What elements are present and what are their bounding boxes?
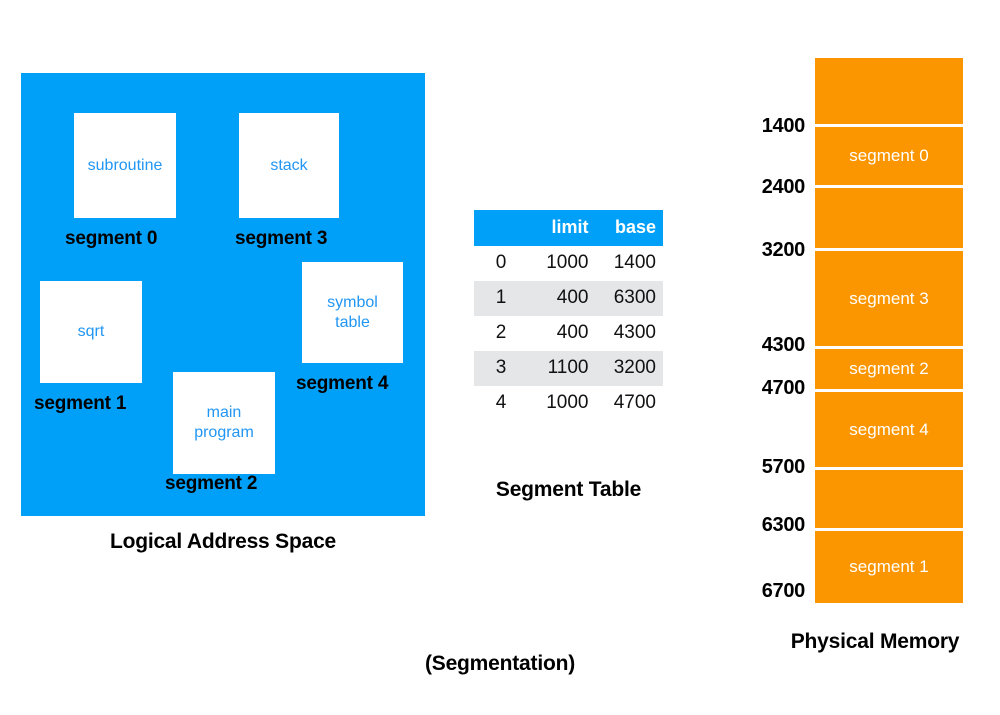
segment-table-index-3: 3 bbox=[474, 351, 528, 386]
segment-table-limit-0: 1000 bbox=[546, 252, 589, 273]
logical-box-subroutine: subroutine bbox=[74, 113, 176, 218]
address-label-6300: 6300 bbox=[761, 514, 806, 536]
logical-box-sqrt: sqrt bbox=[40, 281, 142, 383]
table-row: 2 400 4300 bbox=[474, 316, 663, 351]
logical-box-symbol-table-line1: symbol bbox=[327, 293, 378, 311]
segment-table-container: limit base 0 1000 1400 1 400 6300 2 400 … bbox=[474, 210, 663, 421]
table-row: 1 400 6300 bbox=[474, 281, 663, 316]
memory-block-free-2 bbox=[815, 470, 963, 528]
segment-table-index-1: 1 bbox=[474, 281, 528, 316]
table-row: 3 1100 3200 bbox=[474, 351, 663, 386]
logical-address-space-label: Logical Address Space bbox=[109, 530, 337, 553]
address-label-5700: 5700 bbox=[761, 456, 806, 478]
memory-block-segment-1: segment 1 bbox=[815, 531, 963, 603]
logical-box-symbol-table: symbol table bbox=[302, 262, 403, 363]
segment-table-header-row: limit base bbox=[474, 210, 663, 246]
address-label-3200: 3200 bbox=[761, 239, 806, 261]
segment-table-limit-4: 1000 bbox=[546, 392, 589, 413]
segment-table-base-0: 1400 bbox=[613, 252, 656, 273]
logical-caption-segment-4: segment 4 bbox=[296, 373, 389, 394]
address-label-2400: 2400 bbox=[761, 176, 806, 198]
figure-caption: (Segmentation) bbox=[424, 652, 576, 675]
segment-table-index-4: 4 bbox=[495, 392, 507, 413]
logical-box-main-program-line1: main bbox=[206, 404, 242, 422]
logical-caption-segment-1: segment 1 bbox=[34, 393, 127, 414]
segment-table-index-2: 2 bbox=[495, 322, 507, 343]
memory-block-segment-4: segment 4 bbox=[815, 392, 963, 467]
segment-table-base-1: 6300 bbox=[595, 281, 663, 316]
logical-caption-segment-3: segment 3 bbox=[235, 228, 328, 249]
segment-table-header-limit: limit bbox=[528, 210, 596, 246]
segment-table-index-0: 0 bbox=[495, 252, 507, 273]
memory-block-segment-3: segment 3 bbox=[815, 251, 963, 346]
segment-table-header-base: base bbox=[595, 210, 663, 246]
physical-memory-column: segment 0 segment 3 segment 2 segment 4 … bbox=[815, 58, 963, 603]
address-label-4700: 4700 bbox=[761, 377, 806, 399]
segment-table-header-index bbox=[474, 210, 528, 246]
logical-box-subroutine-label: subroutine bbox=[87, 156, 163, 174]
logical-box-stack: stack bbox=[239, 113, 339, 218]
table-row: 4 1000 4700 bbox=[474, 386, 663, 421]
physical-memory-label: Physical Memory bbox=[790, 630, 960, 653]
logical-caption-segment-0: segment 0 bbox=[65, 228, 158, 249]
segment-table: limit base 0 1000 1400 1 400 6300 2 400 … bbox=[474, 210, 663, 421]
table-row: 0 1000 1400 bbox=[474, 246, 663, 281]
logical-box-main-program: main program bbox=[173, 372, 275, 474]
memory-block-segment-0: segment 0 bbox=[815, 127, 963, 185]
memory-block-segment-2: segment 2 bbox=[815, 349, 963, 389]
logical-box-sqrt-label: sqrt bbox=[77, 323, 105, 341]
logical-address-space-panel: subroutine segment 0 stack segment 3 sqr… bbox=[21, 73, 425, 516]
segment-table-limit-1: 400 bbox=[528, 281, 596, 316]
segment-table-label: Segment Table bbox=[495, 478, 642, 501]
address-label-6700: 6700 bbox=[761, 580, 806, 602]
logical-box-symbol-table-line2: table bbox=[335, 313, 370, 331]
memory-block-free-top bbox=[815, 58, 963, 124]
segment-table-base-2: 4300 bbox=[613, 322, 656, 343]
segment-table-limit-3: 1100 bbox=[528, 351, 596, 386]
logical-box-stack-label: stack bbox=[270, 156, 308, 174]
memory-block-free-1 bbox=[815, 188, 963, 248]
address-label-1400: 1400 bbox=[761, 115, 806, 137]
segment-table-base-4: 4700 bbox=[613, 392, 656, 413]
logical-box-main-program-line2: program bbox=[194, 424, 254, 441]
logical-caption-segment-2: segment 2 bbox=[165, 473, 258, 494]
address-label-4300: 4300 bbox=[761, 334, 806, 356]
segment-table-base-3: 3200 bbox=[595, 351, 663, 386]
segment-table-limit-2: 400 bbox=[556, 322, 589, 343]
